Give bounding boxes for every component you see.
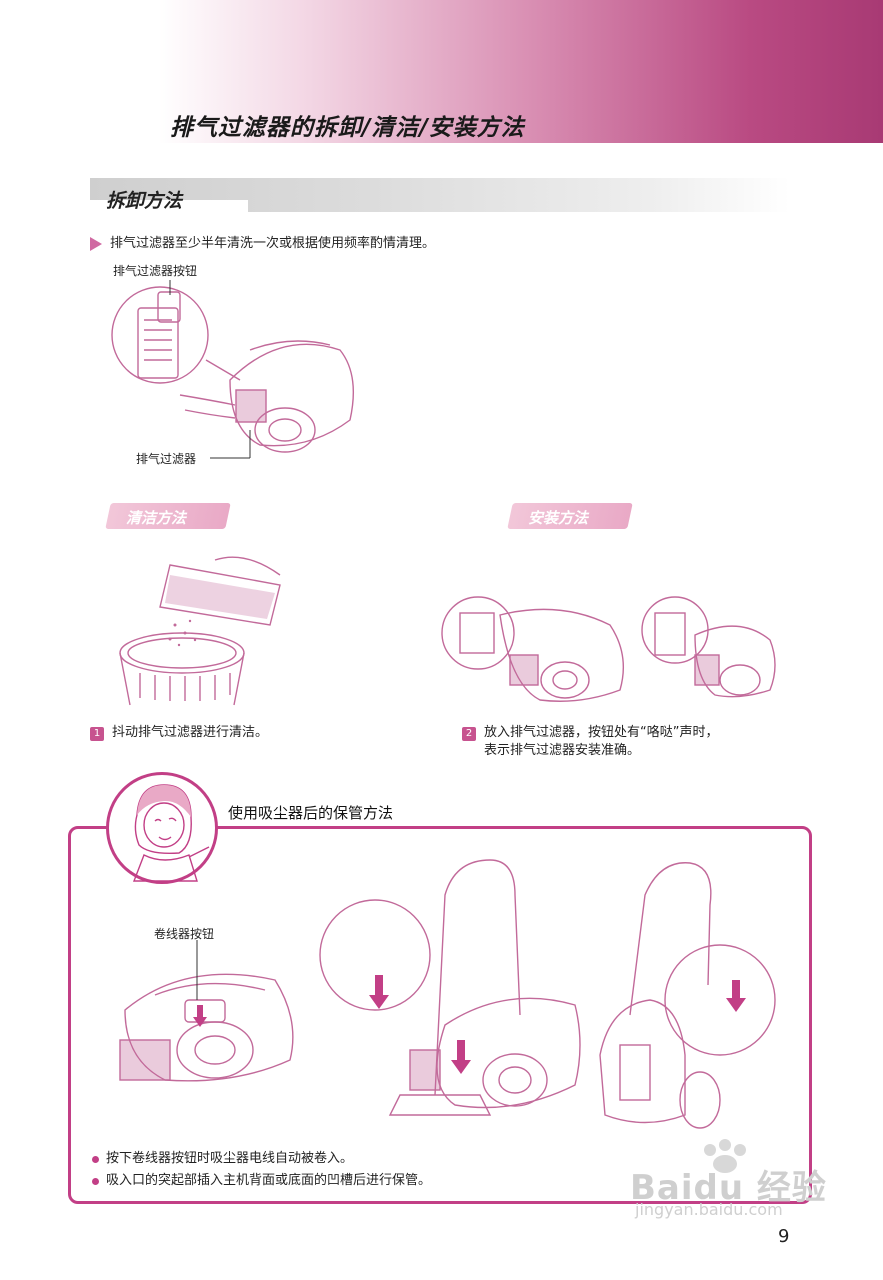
triangle-bullet-icon bbox=[90, 237, 102, 251]
storage-title: 使用吸尘器后的保管方法 bbox=[228, 804, 394, 822]
watermark-url: jingyan.baidu.com bbox=[635, 1200, 783, 1219]
remove-instruction: 排气过滤器至少半年清洗一次或根据使用频率酌情清理。 bbox=[110, 236, 436, 251]
storage-box bbox=[68, 826, 812, 1204]
section-title-install: 安装方法 bbox=[528, 509, 589, 527]
clean-step-text: 抖动排气过滤器进行清洁。 bbox=[112, 725, 269, 740]
install-illustration bbox=[441, 596, 776, 702]
label-reel-button: 卷线器按钮 bbox=[154, 927, 215, 941]
step-badge-1: 1 bbox=[90, 727, 104, 741]
trash-bin-illustration bbox=[119, 556, 281, 706]
storage-circle bbox=[106, 772, 218, 884]
step-badge-2: 2 bbox=[462, 727, 476, 741]
storage-bullet-2: 吸入口的突起部插入主机背面或底面的凹槽后进行保管。 bbox=[106, 1173, 432, 1188]
label-filter-button: 排气过滤器按钮 bbox=[113, 264, 198, 278]
vacuum-cleaner-illustration bbox=[111, 280, 355, 459]
bullet-1 bbox=[92, 1156, 99, 1163]
paw-logo-icon bbox=[704, 1139, 746, 1173]
cartoon-girl-illustration bbox=[132, 784, 210, 882]
vacuum-reel-illustration bbox=[119, 940, 294, 1082]
section-title-clean: 清洁方法 bbox=[126, 509, 187, 527]
header-band bbox=[0, 0, 883, 143]
watermark-brand: Baidu 经验 bbox=[630, 1168, 827, 1208]
vacuum-stored-illustration bbox=[599, 862, 776, 1129]
page-title: 排气过滤器的拆卸/清洁/安装方法 bbox=[170, 115, 525, 141]
arrow-down-icon bbox=[193, 1005, 207, 1027]
storage-bullet-1: 按下卷线器按钮时吸尘器电线自动被卷入。 bbox=[106, 1151, 354, 1166]
section-bar-notch bbox=[88, 200, 248, 214]
bullet-2 bbox=[92, 1178, 99, 1185]
install-step-text-line1: 放入排气过滤器，按钮处有“咯哒”声时， bbox=[484, 725, 719, 740]
install-step-text-line2: 表示排气过滤器安装准确。 bbox=[484, 743, 641, 758]
page-number: 9 bbox=[778, 1226, 790, 1247]
section-title-remove: 拆卸方法 bbox=[106, 190, 183, 212]
vacuum-upright-illustration bbox=[319, 859, 581, 1116]
label-exhaust-filter: 排气过滤器 bbox=[136, 452, 197, 466]
